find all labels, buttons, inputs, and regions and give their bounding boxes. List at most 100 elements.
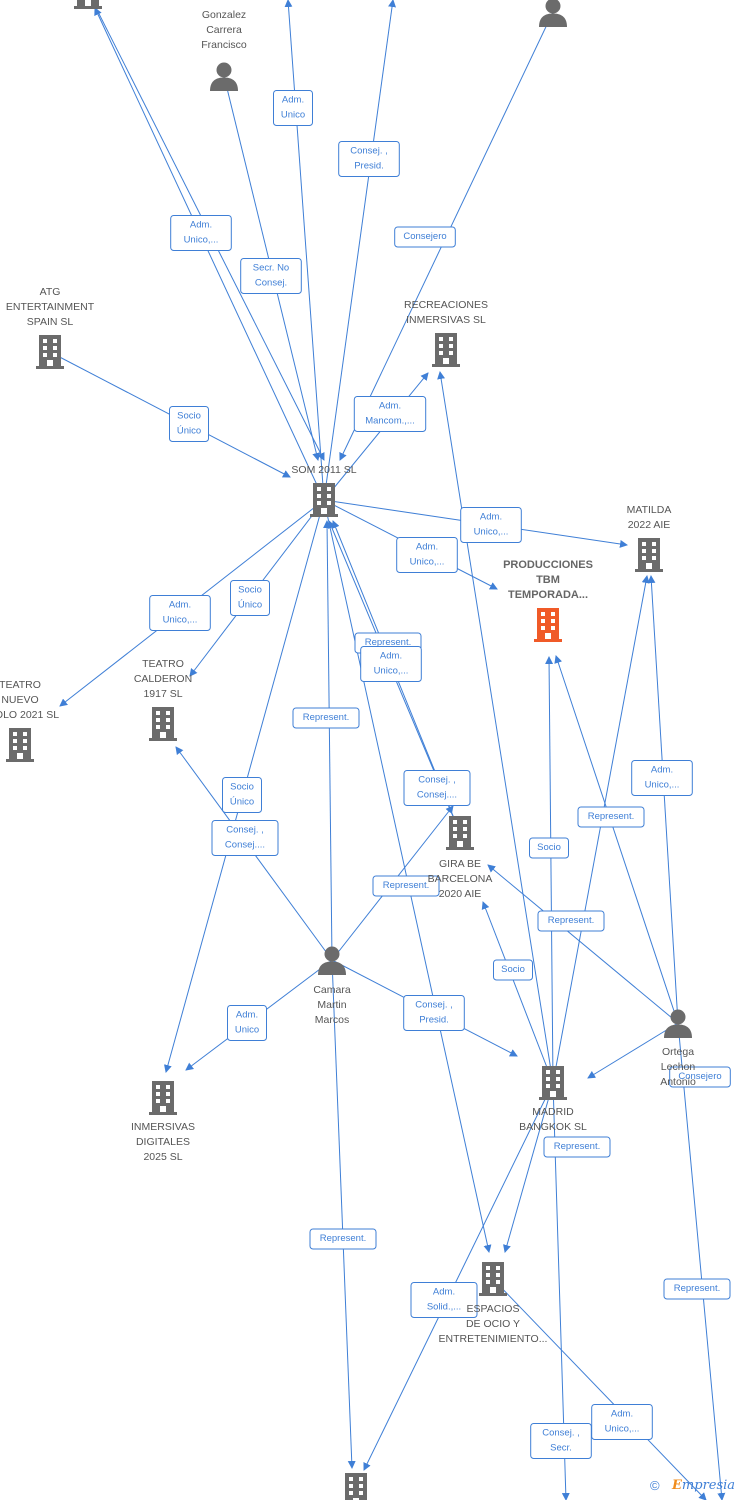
relation-label-box: [240, 258, 302, 294]
relation-label[interactable]: Represent.: [543, 1136, 611, 1158]
relation-label-text: Consej. ,: [418, 775, 456, 786]
relation-label[interactable]: Adm.Unico,...: [170, 215, 232, 251]
relation-label[interactable]: Adm.Unico: [227, 1005, 267, 1041]
node-label: BANGKOK SL: [519, 1121, 587, 1133]
node-bottom-company[interactable]: [342, 1473, 370, 1500]
relation-label[interactable]: Consejero: [394, 226, 456, 248]
relation-label-text: Adm.: [379, 401, 401, 412]
relation-label[interactable]: Consejero: [669, 1066, 731, 1088]
relation-label[interactable]: Adm.Unico,...: [149, 595, 211, 631]
relation-label[interactable]: Adm. Unico,...: [460, 507, 522, 543]
node-label: Camara: [313, 984, 351, 996]
relation-label-box: [353, 396, 427, 432]
relation-label-box: [360, 646, 422, 682]
relation-label-box: [403, 770, 471, 806]
relation-label-text: Secr. No: [253, 263, 289, 274]
relation-label[interactable]: Consej. ,Secr.: [530, 1423, 592, 1459]
relation-label[interactable]: Consej. ,Presid.: [403, 995, 465, 1031]
relation-edge-madrid-to-gira: [481, 901, 554, 1084]
relation-label-text: Adm.: [169, 600, 191, 611]
relation-label-text: Consej. ,: [415, 1000, 453, 1011]
relation-label[interactable]: Represent.: [309, 1228, 377, 1250]
relation-label-text: Adm.: [282, 95, 304, 106]
relation-label[interactable]: Consej. ,Consej....: [403, 770, 471, 806]
node-label: APOLO 2021 SL: [0, 709, 59, 721]
building-icon: [432, 333, 460, 367]
relation-label-box: [227, 1005, 267, 1041]
relation-label[interactable]: Adm.Unico,...: [396, 537, 458, 573]
relation-edge-madrid-to-producciones: [545, 656, 554, 1084]
node-label: Carrera: [206, 24, 242, 36]
node-producciones[interactable]: PRODUCCIONESTBMTEMPORADA...: [503, 559, 593, 642]
relation-label-box: [403, 995, 465, 1031]
node-label: MADRID: [532, 1106, 574, 1118]
node-teatro-nuevo[interactable]: TEATRONUEVOAPOLO 2021 SL: [0, 679, 59, 762]
relation-label-text: Unico,...: [474, 527, 509, 538]
relation-label-text: Mancom.,...: [365, 416, 415, 427]
relation-label-text: Unico,...: [374, 666, 409, 677]
relation-label[interactable]: Adm. Mancom.,...: [353, 396, 427, 432]
relation-edge-madrid-to-recreaciones: [437, 371, 554, 1084]
relation-label[interactable]: Socio: [529, 837, 569, 859]
node-label: Ortega: [662, 1046, 694, 1058]
relation-label-text: Represent.: [365, 637, 411, 648]
building-icon: [149, 707, 177, 741]
empresia-logo[interactable]: Empresia: [672, 1478, 735, 1493]
relation-label-box: [230, 580, 270, 616]
node-label: Marcos: [315, 1014, 349, 1026]
relation-label-text: Adm.: [480, 512, 502, 523]
relation-edge-espacios-to-bottom_company: [492, 1278, 707, 1500]
relation-label-box: [530, 1423, 592, 1459]
relation-label[interactable]: Represent.: [663, 1278, 731, 1300]
relation-label[interactable]: Consej. ,Consej....: [211, 820, 279, 856]
node-som2011[interactable]: SOM 2011 SL: [291, 464, 357, 517]
relation-label[interactable]: Represent.: [292, 707, 360, 729]
building-icon: [74, 0, 102, 9]
relation-edge-som2011-to-top_company: [284, 0, 325, 501]
relation-label-box: [169, 406, 209, 442]
node-label: ENTERTAINMENT: [6, 301, 95, 313]
node-label: DE OCIO Y: [466, 1318, 520, 1330]
relation-edge-ortega-to-matilda: [647, 575, 679, 1024]
building-icon: [534, 608, 562, 642]
relation-edge-som2011-to-top_company: [94, 7, 325, 501]
relation-edge-madrid-to-espacios: [503, 1082, 554, 1253]
node-label: 2022 AIE: [628, 519, 671, 531]
relation-label-text: Represent.: [674, 1283, 720, 1294]
node-madrid[interactable]: MADRID BANGKOK SL: [519, 1066, 587, 1133]
node-label: Martin: [317, 999, 346, 1011]
relation-label[interactable]: Consej. ,Presid.: [338, 141, 400, 177]
node-top-company[interactable]: [74, 0, 102, 9]
relation-label[interactable]: Adm.Unico,...: [360, 646, 422, 682]
brand-initial: E: [672, 1478, 682, 1493]
relation-label[interactable]: Represent.: [372, 875, 440, 897]
relation-edge-madrid-to-bottom_company: [363, 1082, 554, 1471]
relation-label[interactable]: Represent.: [537, 910, 605, 932]
node-top-person-right[interactable]: [539, 0, 567, 27]
relation-label[interactable]: Represent.: [577, 806, 645, 828]
building-icon: [6, 728, 34, 762]
relation-label[interactable]: Adm.Solid.,...: [410, 1282, 478, 1318]
node-label: INMERSIVAS: [131, 1121, 195, 1133]
relation-label[interactable]: Adm.Unico: [273, 90, 313, 126]
relation-label[interactable]: Socio: [493, 959, 533, 981]
relation-label-box: [394, 226, 456, 248]
node-label: ESPACIOS: [467, 1303, 520, 1315]
relation-label[interactable]: Adm.Unico,...: [631, 760, 693, 796]
relation-label[interactable]: Adm.Unico,...: [591, 1404, 653, 1440]
